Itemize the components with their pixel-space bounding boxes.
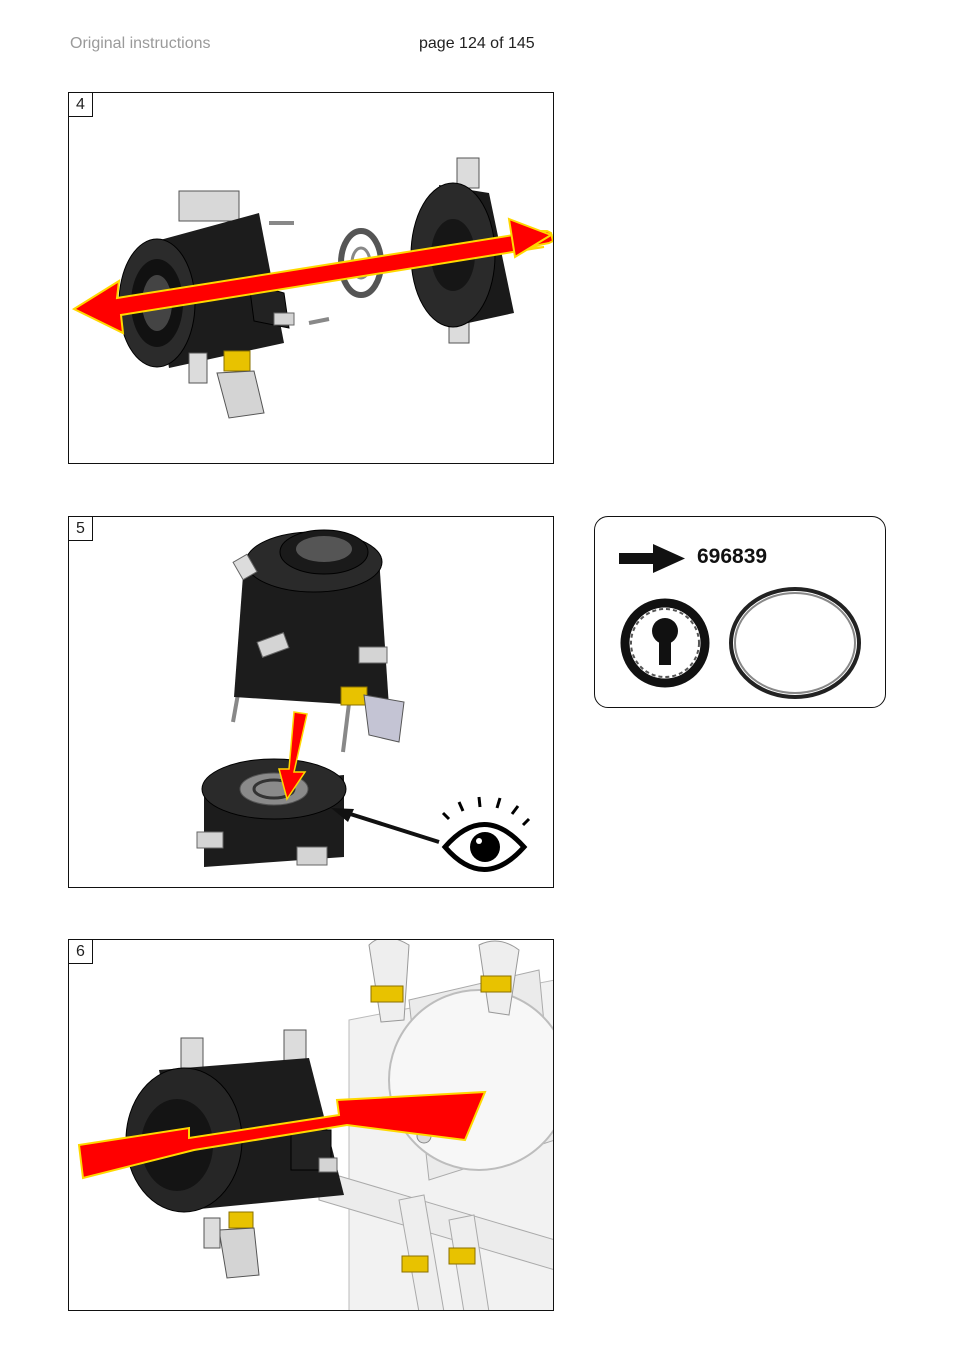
step-number: 5 bbox=[69, 517, 93, 541]
page-number: page 124 of 145 bbox=[419, 35, 535, 53]
step-6-figure: 6 bbox=[68, 939, 554, 1311]
step-number: 4 bbox=[69, 93, 93, 117]
o-ring-icon bbox=[731, 589, 859, 697]
step-5-illustration bbox=[69, 517, 554, 888]
step-4-figure: 4 bbox=[68, 92, 554, 464]
arrow-right-icon bbox=[619, 544, 685, 573]
seal-icon bbox=[625, 603, 705, 683]
header-left: Original instructions bbox=[70, 35, 211, 53]
step-number: 6 bbox=[69, 940, 93, 964]
step-6-illustration bbox=[69, 940, 554, 1311]
eye-icon bbox=[443, 797, 529, 870]
step-4-illustration bbox=[69, 93, 554, 464]
step-5-figure: 5 bbox=[68, 516, 554, 888]
part-number: 696839 bbox=[697, 545, 767, 569]
spare-part-box: 696839 bbox=[594, 516, 886, 708]
